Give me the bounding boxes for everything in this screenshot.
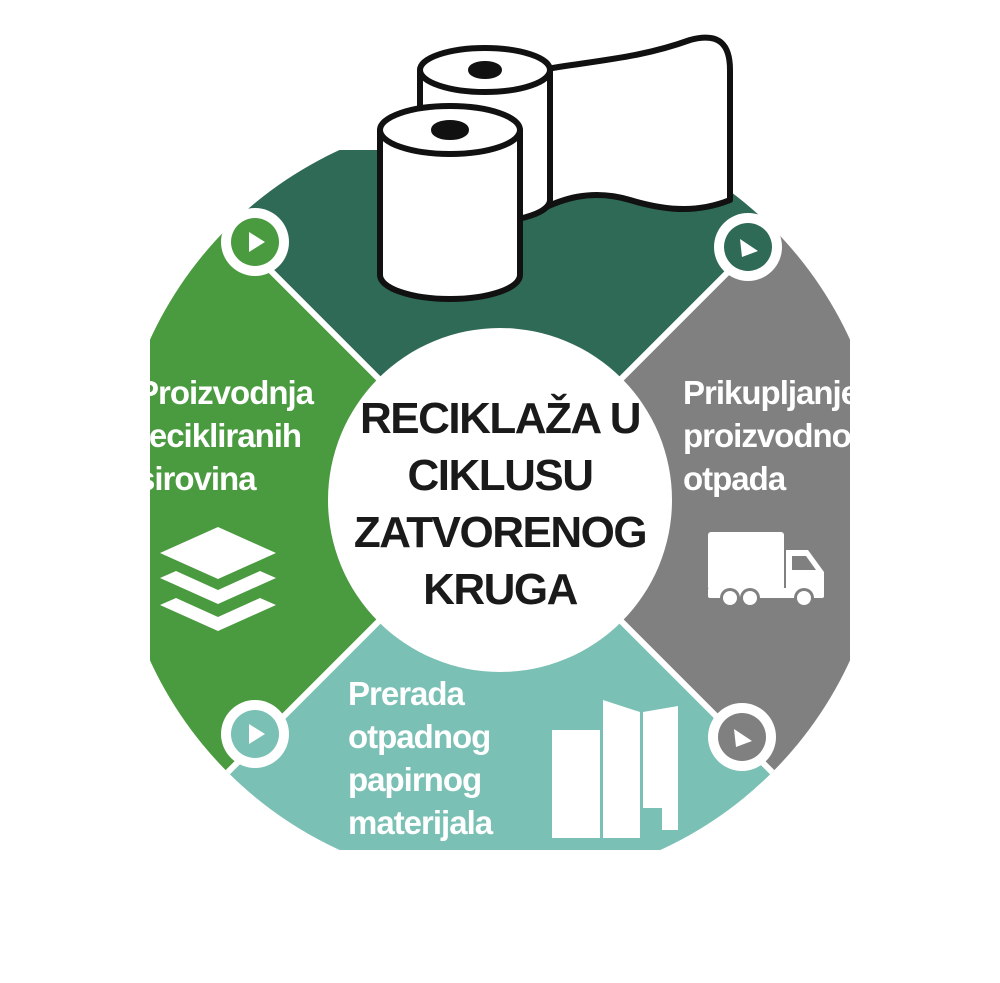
segment-label-line: materijala — [348, 804, 494, 841]
segment-label-line: papirnog — [348, 761, 481, 798]
center-title-line: ZATVORENOG — [354, 508, 646, 557]
center-circle — [328, 328, 672, 672]
segment-label-line: proizvodnog — [683, 417, 870, 454]
truck-icon — [708, 532, 824, 608]
layers-icon — [160, 527, 276, 631]
segment-label-line: sirovina — [137, 460, 257, 497]
segment-bottom-label: Prerada otpadnog papirnog materijala — [348, 675, 495, 841]
segment-right-label: Prikupljanje proizvodnog otpada — [683, 374, 871, 497]
segment-label-line: Prikupljanje — [683, 374, 859, 411]
segment-label-line: recikliranih — [137, 417, 301, 454]
segment-left — [150, 150, 500, 850]
paper-rolls-icon — [377, 34, 733, 302]
arrow-notch — [714, 213, 782, 281]
segment-label-line: Prerada — [348, 675, 466, 712]
segment-label-line: Proizvodnja — [137, 374, 315, 411]
segment-top — [150, 150, 850, 500]
segment-right — [500, 150, 850, 850]
factory-icon — [552, 700, 678, 838]
segment-label-line: otpadnog — [348, 718, 490, 755]
arrow-notch — [221, 208, 289, 276]
segment-left-label: Proizvodnja recikliranih sirovina — [137, 374, 316, 497]
arrow-notch — [708, 703, 776, 771]
segment-label-line: otpada — [683, 460, 787, 497]
center-title-line: CIKLUSU — [407, 451, 592, 500]
arrow-notch — [221, 700, 289, 768]
center-title: RECIKLAŽA U CIKLUSU ZATVORENOG KRUGA — [354, 393, 648, 614]
center-title-line: RECIKLAŽA U — [360, 393, 640, 443]
center-title-line: KRUGA — [423, 565, 578, 614]
